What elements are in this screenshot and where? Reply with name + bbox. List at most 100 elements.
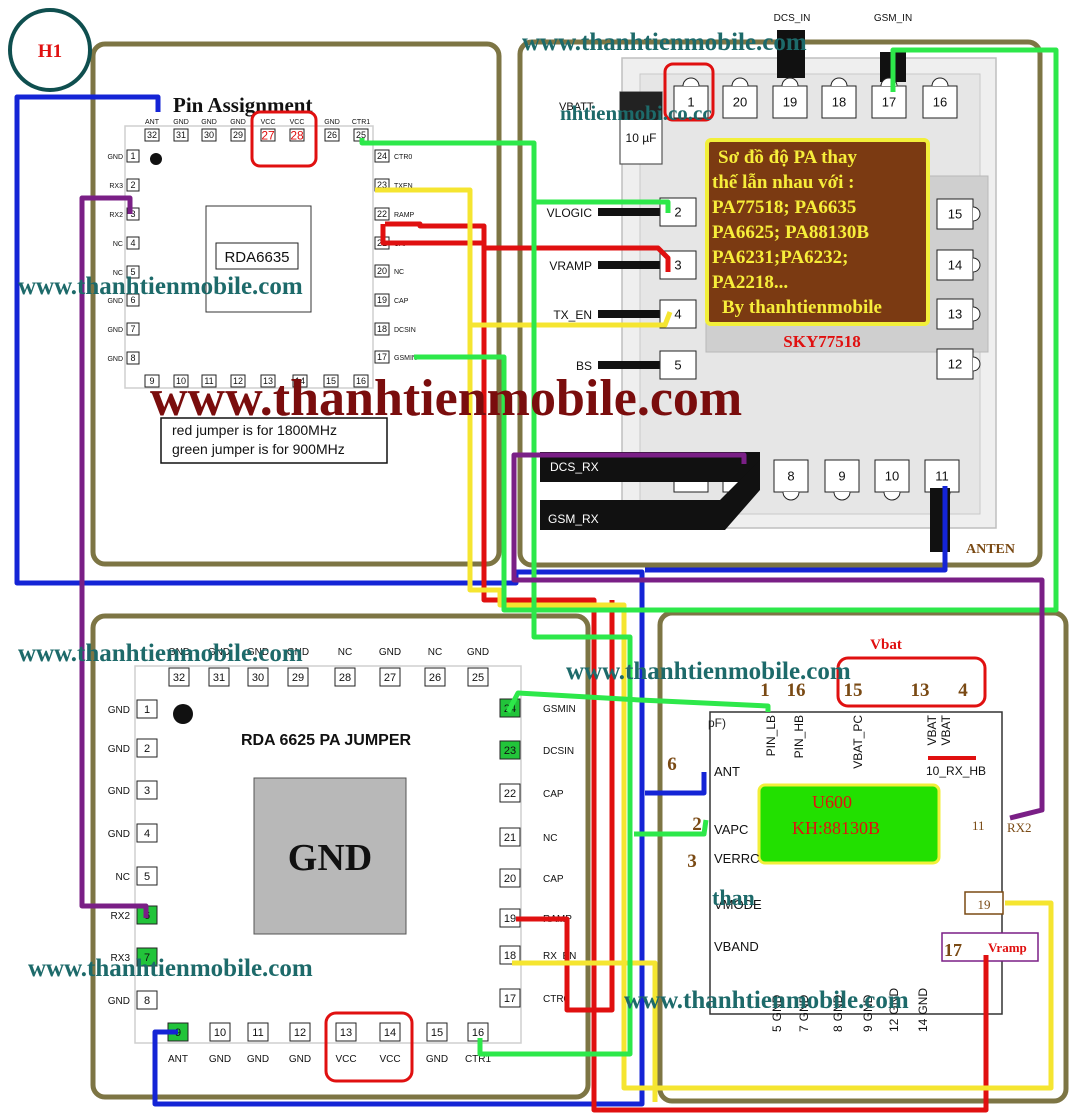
rda6625-bottom-pin-15: 15 [431,1027,443,1039]
rda6635-bottom-pin-9-box [144,374,160,388]
watermark-right-3: www.thanhtienmobile.com [624,987,909,1014]
rda6625-top-pin-label-32: GND [168,647,190,658]
jumper-wires [14,47,1059,1113]
rda6625-right-pin-19: 19 [504,913,516,925]
rda6625-bottom-pin-14: 14 [384,1027,396,1039]
sky77518-left-lead-3 [598,261,660,269]
rda6625-right-pin-22: 22 [504,788,516,800]
rda6625-bottom-pin-label-13: VCC [335,1054,356,1065]
rda6635-left-pin-7-box [126,322,140,336]
u600-bottom-num-9: 9 [861,1025,875,1032]
rda6635-chip-label: RDA6635 [224,249,289,266]
sky77518-right-pin-14: 14 [948,258,962,273]
u600-bottom-label-8: 8 GND [831,994,845,1032]
rda6625-left-pin-label-7: RX3 [111,953,131,964]
u600-bottom-pin-label-8: GND [831,994,845,1021]
rda6625-top-pin-26: 26 [429,672,441,684]
sky77518-right-pin-14-box [936,249,974,281]
rda6635-top-pin-label-27: VCC [261,119,276,126]
rda6625-top-pin-label-28: NC [338,647,352,658]
u600-left-label-2: VAPC [714,822,748,837]
rda6625-bottom-pin-16: 16 [472,1027,484,1039]
u600-bottom-pin-label-12: GND [887,988,901,1015]
rda6625-right-pin-label-21: NC [543,833,557,844]
rda6625-vcc-highlight [324,1011,414,1083]
rda6625-left-pin-3: 3 [144,785,150,797]
rda6635-top-pin-label-32: ANT [145,119,160,126]
sky77518-left-pin-label-3: VRAMP [549,259,592,273]
rda6635-top-pin-25: 25 [356,130,366,140]
sky77518-bottom-pin-notch-10 [883,491,901,501]
u600-pin19: 19 [978,897,991,912]
u600-bottom-num-8: 8 [831,1025,845,1032]
sky77518-right-pin-12-box [936,348,974,380]
sky77518-left-pin-label-4: TX_EN [553,308,592,322]
rda6625-top-pin-25: 25 [472,672,484,684]
watermark-big: www.thanhtienmobile.com [150,370,742,427]
watermark-than: than [712,885,755,910]
rda6625-right-pin-21: 21 [504,832,516,844]
rda6625-pin1-dot [173,704,193,724]
rda6625-bottom-pin-label-12: GND [289,1054,311,1065]
rda6635-left-pin-label-6: GND [107,298,123,305]
rda6635-bottom-pin-10-box [173,374,189,388]
sky77518-top-pin-16-box [922,85,958,119]
rda6625-top-pin-31: 31 [213,672,225,684]
rda6635-chip-label-box [215,242,299,270]
rda6635-right-pin-17: 17 [377,352,387,362]
rda6625-top-pin-label-31: GND [208,647,230,658]
rda6625-right-pin-17-box [499,988,521,1008]
rda6625-top-pin-31-box [208,667,230,687]
rda6635-left-pin-label-7: GND [107,327,123,334]
anten-label: ANTEN [966,542,1015,557]
rda6625-bottom-pin-13: 13 [340,1027,352,1039]
rda6625-right-pin-17: 17 [504,993,516,1005]
vbat-label: Vbat [870,637,902,653]
u600-left-label-3: VERRC [714,851,760,866]
h1-badge-text: H1 [38,41,62,62]
sky77518-right-pin-notch-12 [972,356,981,372]
rda6635-left-pin-4-box [126,236,140,250]
rda6625-left-pin-label-2: GND [108,744,130,755]
rda6625-right-pin-label-23: DCSIN [543,746,574,757]
sky77518-top-pin-1: 1 [687,95,694,110]
rda6625-right-pin-18-box [499,945,521,965]
dcs-in-connector [777,30,805,78]
sky77518-top-pin-18-box [821,85,857,119]
rda6635-top-pin-28-box [289,128,305,142]
rda6625-top-pin-label-29: GND [287,647,309,658]
rda6625-bottom-pin-11: 11 [252,1027,263,1039]
sky77518-left-pin-label-5: BS [576,359,592,373]
rda6635-top-pin-label-30: GND [201,119,217,126]
u600-pin17: 17 [944,940,962,960]
u600-top-label-5: VBAT [939,714,953,745]
sky77518-top-pin-notch-20 [731,77,749,87]
sky77518-bottom-pin-10: 10 [885,469,899,484]
rda6625-left-pin-8: 8 [144,995,150,1007]
pa-swap-note-line-4: PA6625; PA88130B [712,222,869,243]
rda6635-left-pin-1-box [126,149,140,163]
rda6625-top-pin-26-box [424,667,446,687]
vramp-label: Vramp [988,940,1027,955]
rda6625-right-pin-label-24: GSMIN [543,704,576,715]
rda6625-top-pin-28-box [334,667,356,687]
rda6635-bottom-pin-11: 11 [204,376,213,386]
wire-yellow-rx-en [512,960,658,1102]
rda6635-top-pin-31: 31 [176,130,186,140]
rda6625-top-pin-label-26: NC [428,647,442,658]
wire-green-gsmin-rda6625 [505,690,771,714]
capacitor-label: 10 µF [626,131,657,145]
rda6635-right-pin-20: 20 [377,266,387,276]
rda6625-top-pin-32-box [168,667,190,687]
rda6635-left-pin-label-2: RX3 [109,183,123,190]
u600-left-num-6: 6 [667,754,677,775]
rda6635-right-pin-19-box [374,293,390,307]
u600-left-num-3: 3 [687,851,697,872]
dcs-rx-trace [540,452,760,482]
rda6635-right-pin-18: 18 [377,324,387,334]
wire-green-vapc [634,819,709,837]
jumper-note-line2: green jumper is for 900MHz [172,441,345,457]
sky77518-top-pin-notch-16 [931,77,949,87]
